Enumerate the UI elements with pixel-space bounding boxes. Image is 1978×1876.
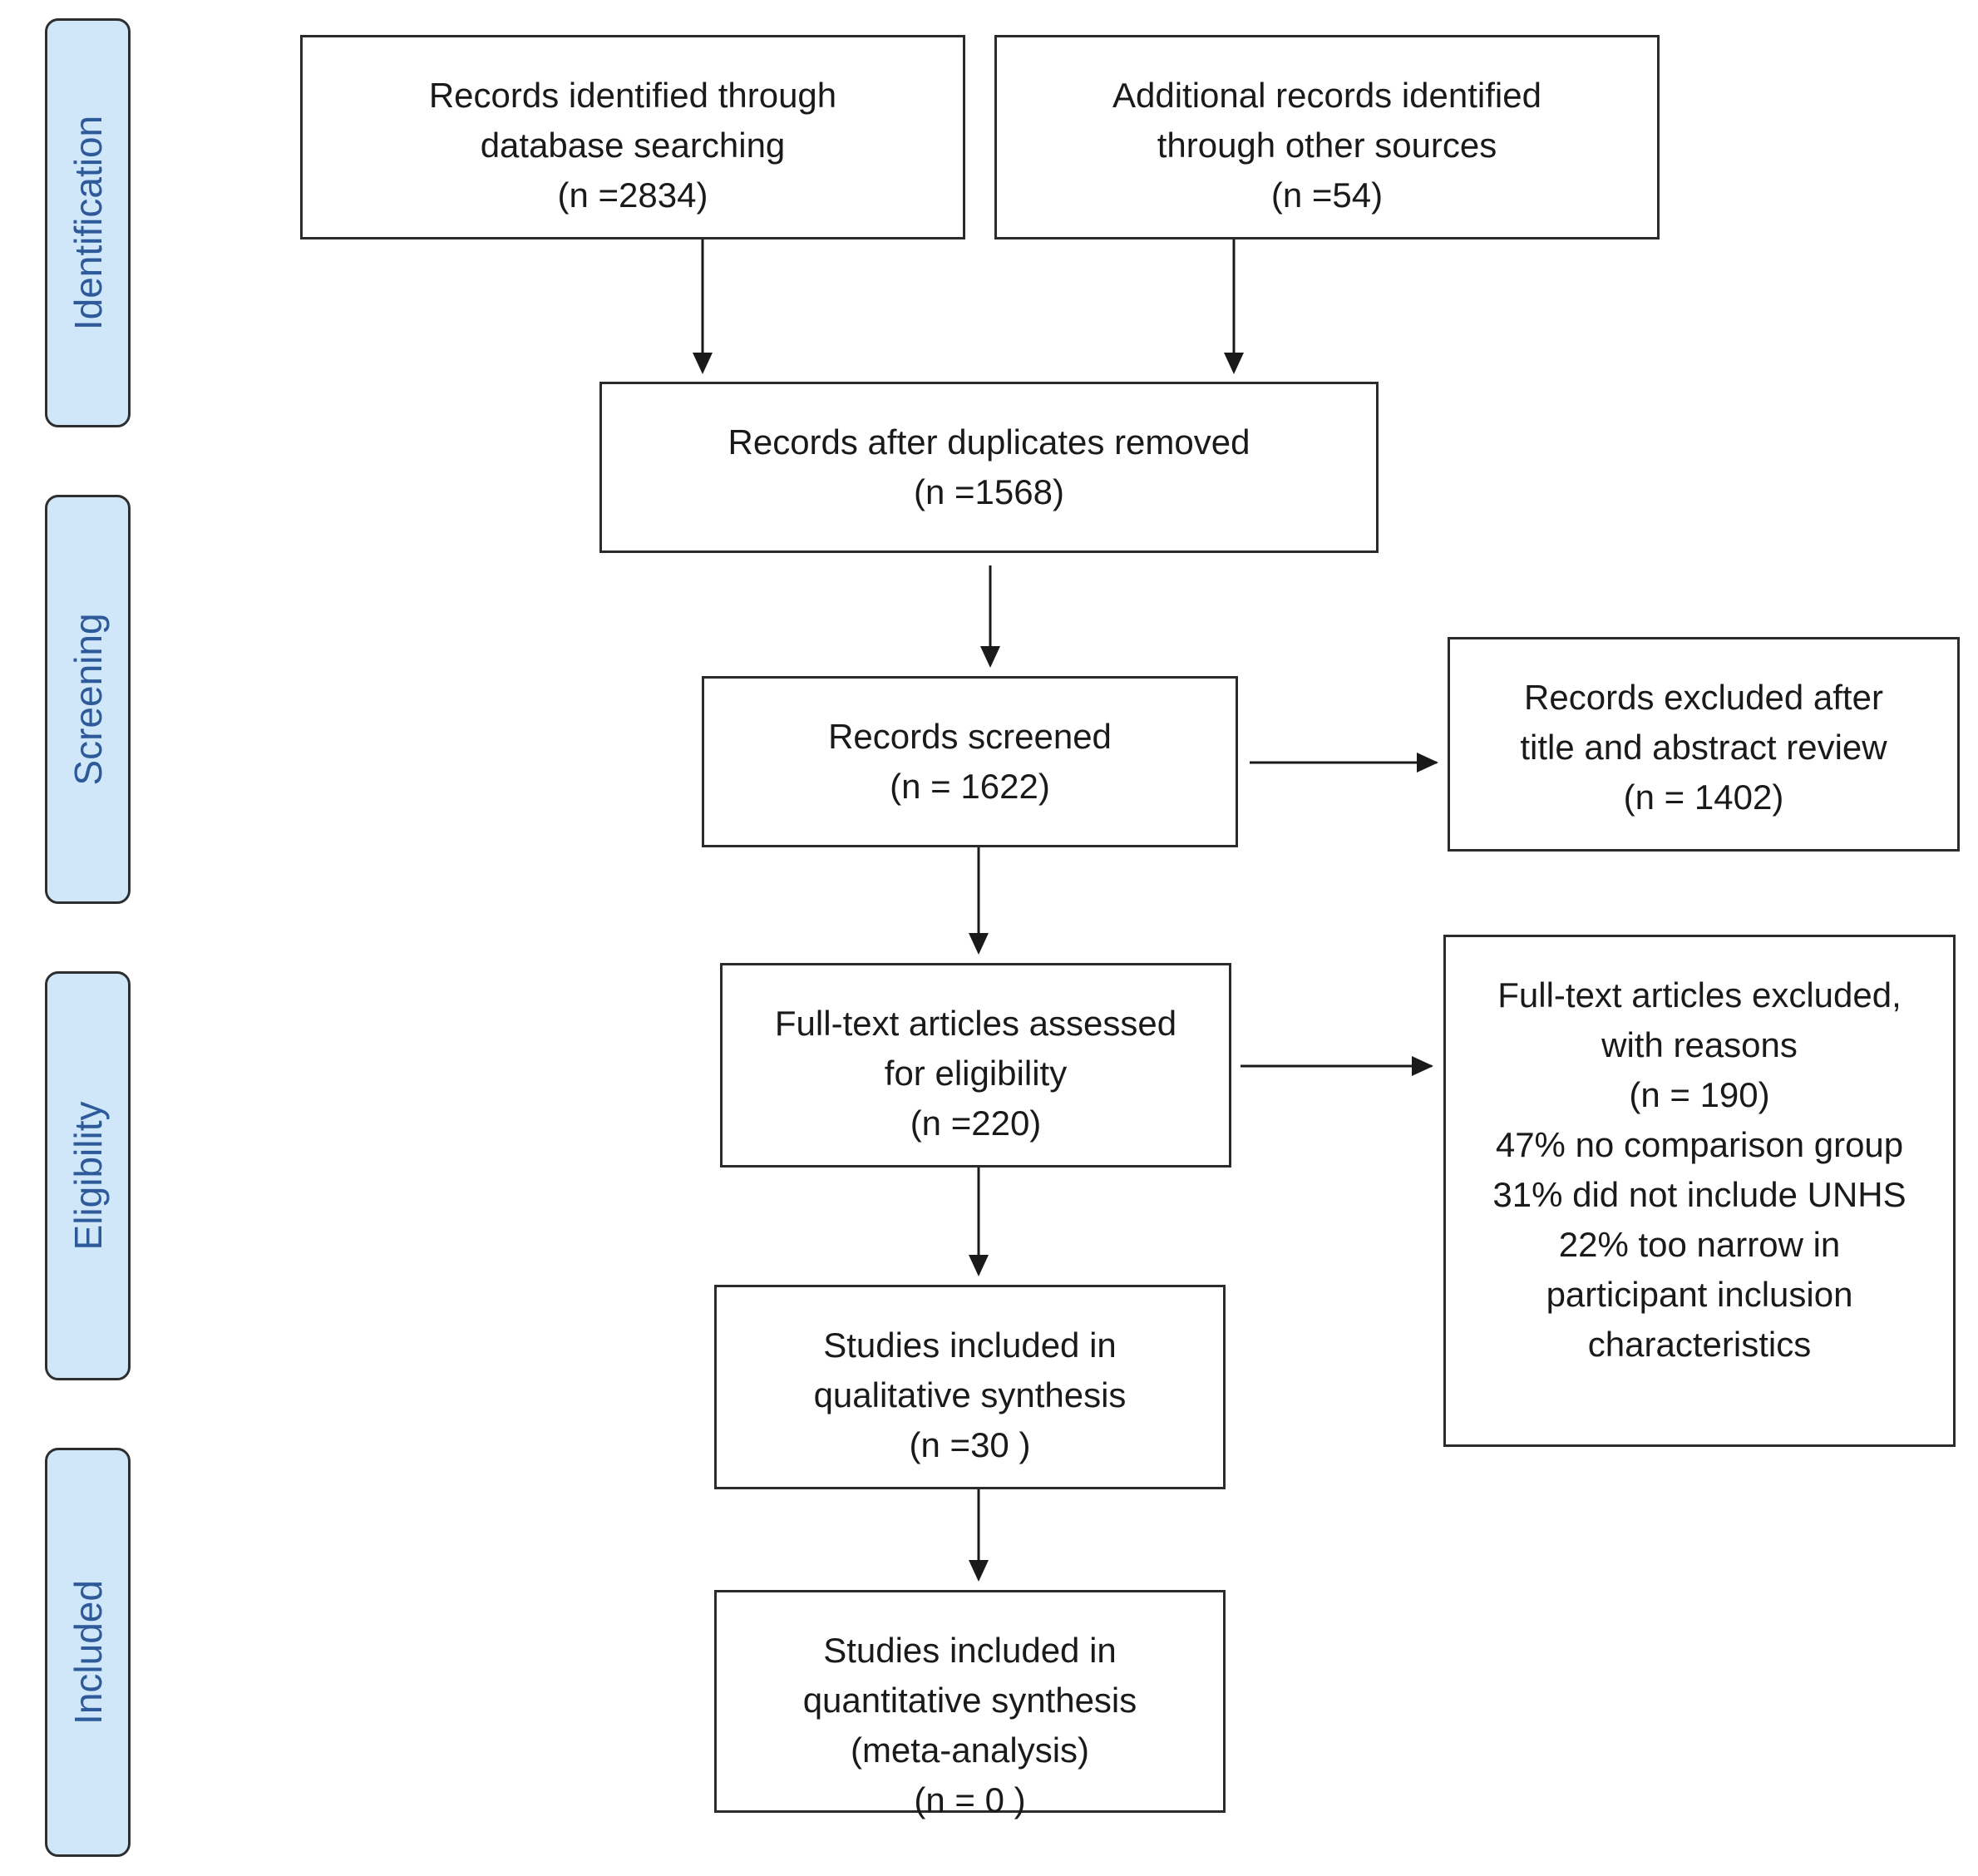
qualitative-line-1: Studies included in [823,1326,1117,1365]
arrow-duplicates-to-screened-head [980,646,1000,668]
other-sources-box: Additional records identified through oth… [994,35,1660,239]
stage-eligibility: Eligibility [45,971,131,1380]
quantitative-line-4: (n = 0 ) [914,1780,1026,1819]
arrow-screened-to-excluded-head [1417,753,1438,773]
other-sources-line-3: (n =54) [1270,175,1384,215]
database-search-line-1: Records identified through [428,76,837,115]
full-text-excluded-line-1: Full-text articles excluded, [1497,975,1902,1015]
full-text-excluded-line-5: 31% did not include UNHS [1492,1175,1906,1214]
full-text-excluded-line-3: (n = 190) [1629,1075,1770,1114]
full-text-excluded-line-4: 47% no comparison group [1495,1125,1904,1164]
duplicates-removed-line-1: Records after duplicates removed [728,422,1250,462]
quantitative-line-1: Studies included in [823,1631,1117,1670]
stage-screening: Screening [45,495,131,904]
records-screened-box: Records screened (n = 1622) [702,676,1238,847]
full-text-assessed-line-3: (n =220) [910,1103,1042,1143]
database-search-line-3: (n =2834) [557,175,708,215]
excluded-title-abstract-line-3: (n = 1402) [1623,778,1784,817]
arrow-fulltext-to-qualitative-head [969,1255,989,1276]
arrow-other-to-duplicates-head [1224,353,1244,374]
records-excluded-box: Records excluded after title and abstract… [1448,637,1960,852]
excluded-title-abstract-line-2: title and abstract review [1520,728,1887,767]
qualitative-line-3: (n =30 ) [909,1425,1031,1464]
stage-included: Included [45,1448,131,1857]
full-text-excluded-box: Full-text articles excluded, with reasons… [1443,935,1956,1447]
database-search-box: Records identified through database searc… [300,35,965,239]
arrow-database-to-duplicates-head [693,353,713,374]
full-text-assessed-box: Full-text articles assessed for eligibili… [720,963,1231,1168]
duplicates-removed-line-2: (n =1568) [914,472,1064,511]
qualitative-line-2: qualitative synthesis [813,1375,1127,1414]
quantitative-line-3: (meta-analysis) [850,1730,1090,1770]
screened-line-2: (n = 1622) [890,767,1050,806]
database-search-line-2: database searching [480,126,786,165]
arrow-qualitative-to-quantitative-head [969,1560,989,1582]
full-text-assessed-line-2: for eligibility [884,1054,1068,1093]
full-text-excluded-line-2: with reasons [1601,1025,1798,1064]
quantitative-line-2: quantitative synthesis [802,1681,1137,1720]
quantitative-synthesis-box: Studies included in quantitative synthesi… [714,1590,1226,1819]
screened-line-1: Records screened [828,717,1112,756]
full-text-excluded-line-6: 22% too narrow in [1558,1225,1841,1264]
arrow-screened-to-fulltext-head [969,933,989,955]
qualitative-synthesis-box: Studies included in qualitative synthesis… [714,1285,1226,1489]
full-text-excluded-line-8: characteristics [1587,1325,1812,1364]
stage-identification: Identification [45,18,131,427]
full-text-excluded-line-7: participant inclusion [1546,1275,1853,1314]
duplicates-removed-box: Records after duplicates removed (n =1568… [599,382,1379,553]
arrow-fulltext-to-excluded-head [1412,1056,1433,1076]
other-sources-line-1: Additional records identified [1112,76,1541,115]
other-sources-line-2: through other sources [1157,126,1497,165]
excluded-title-abstract-line-1: Records excluded after [1524,678,1883,717]
full-text-assessed-line-1: Full-text articles assessed [774,1004,1177,1043]
